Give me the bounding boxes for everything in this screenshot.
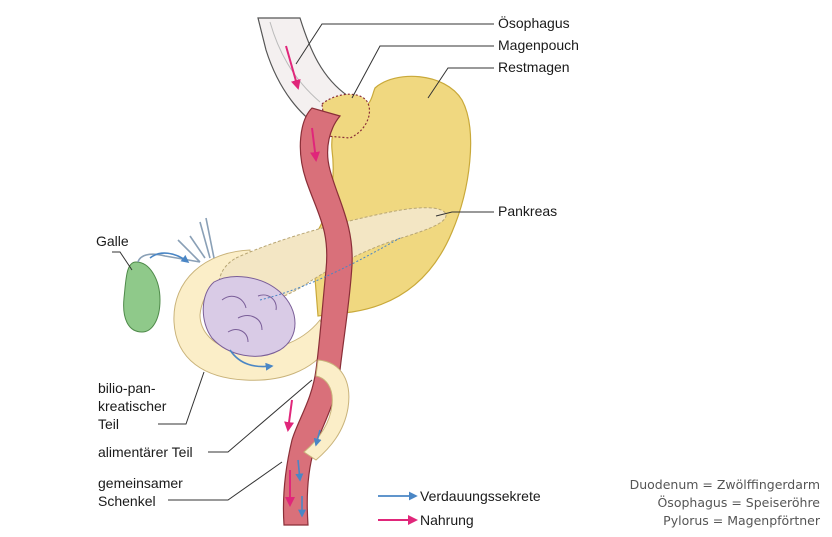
label-gemeinsam-line1: gemeinsamer xyxy=(98,475,183,491)
label-alimentaer: alimentärer Teil xyxy=(98,444,193,460)
label-galle: Galle xyxy=(96,233,129,249)
legend-secretions: Verdauungssekrete xyxy=(420,488,541,504)
label-restmagen: Restmagen xyxy=(498,59,570,75)
label-gemeinsam-line2: Schenkel xyxy=(98,493,156,509)
biliopancreatic-limb xyxy=(303,359,350,461)
alimentary-limb xyxy=(282,107,353,526)
gastric-pouch xyxy=(321,93,371,139)
label-bilio-line3: Teil xyxy=(98,416,120,432)
glossary-pylorus: Pylorus = Magenpförtner xyxy=(663,513,820,528)
label-bilio-line2: kreatischer xyxy=(98,398,167,414)
label-pankreas: Pankreas xyxy=(498,203,558,219)
label-oesophagus: Ösophagus xyxy=(498,15,570,31)
glossary-oesophagus: Ösophagus = Speiseröhre xyxy=(657,495,820,510)
leader-lines xyxy=(112,23,494,501)
gallbladder xyxy=(123,261,161,333)
glossary-duodenum: Duodenum = Zwölffingerdarm xyxy=(629,477,820,492)
label-bilio-line1: bilio-pan- xyxy=(98,380,156,396)
legend-food: Nahrung xyxy=(420,512,474,528)
label-magenpouch: Magenpouch xyxy=(498,37,579,53)
